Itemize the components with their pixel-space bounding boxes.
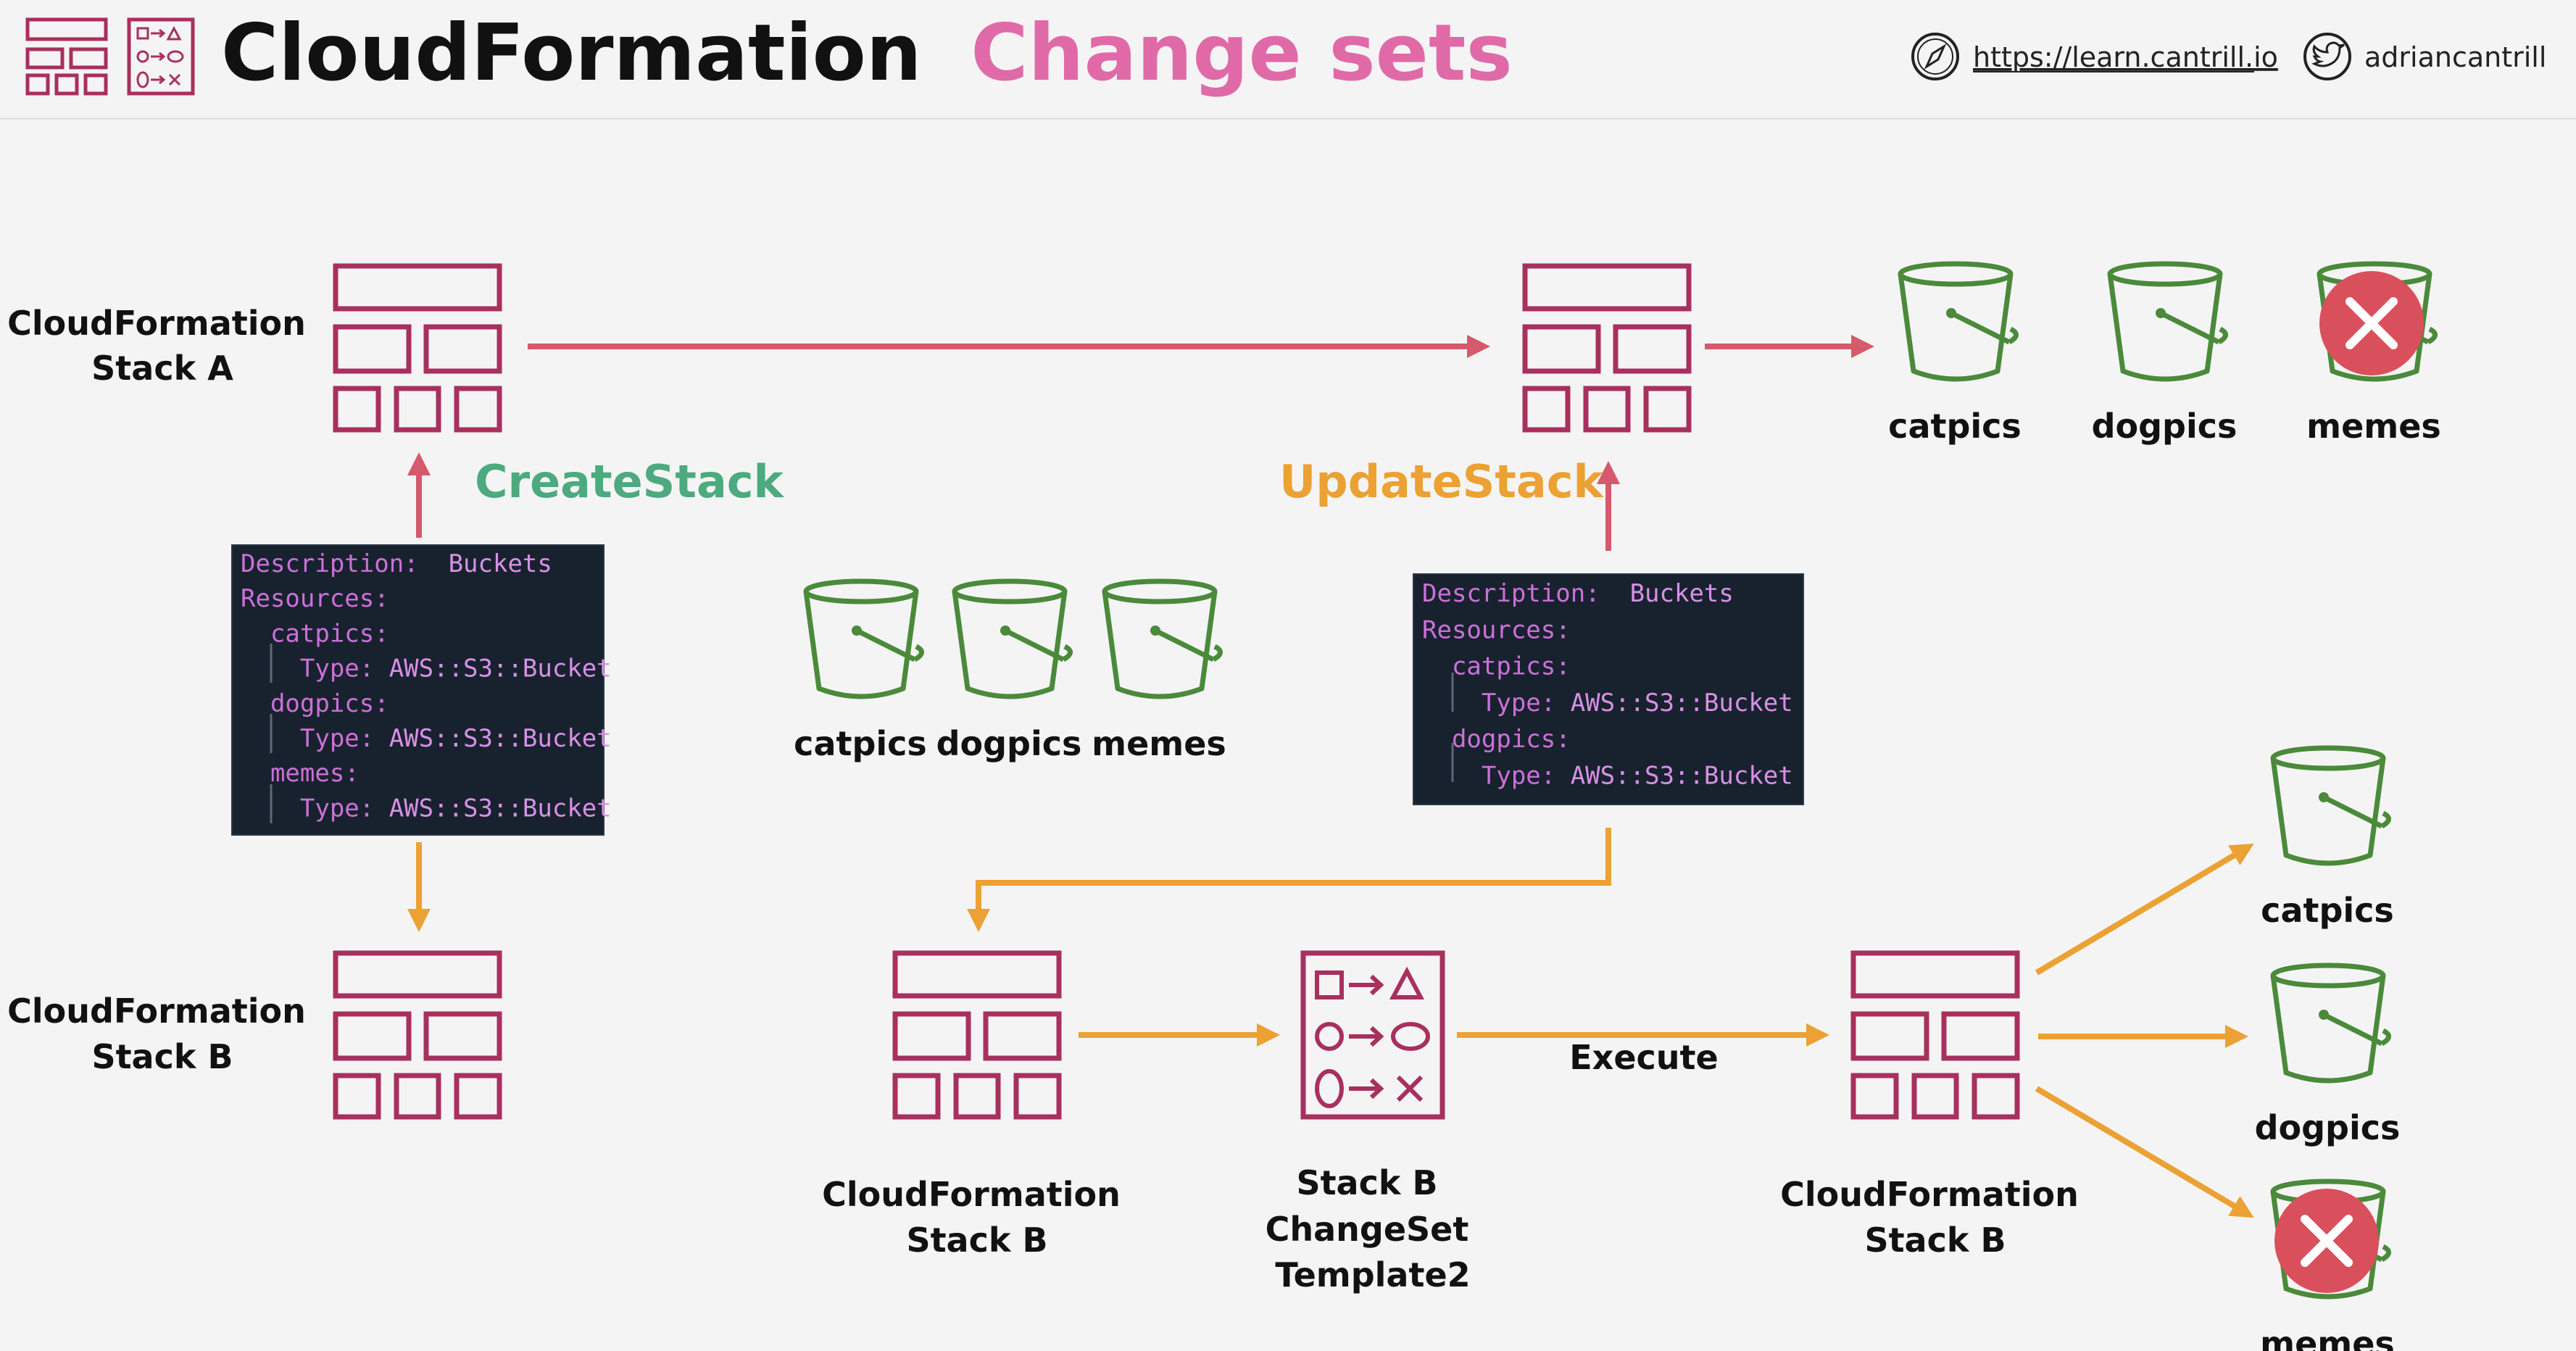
bucket-icon — [1105, 581, 1221, 697]
changeset-label: Stack B ChangeSet Template2 — [1266, 1163, 1481, 1294]
code-line: Description: Buckets — [1422, 579, 1734, 608]
code-token: dogpics: — [1422, 725, 1571, 754]
changeset-template-icon — [1300, 950, 1445, 1120]
code-line: Type: AWS::S3::Bucket — [241, 654, 612, 683]
code-token: dogpics: — [241, 689, 389, 718]
code-line: Type: AWS::S3::Bucket — [1422, 762, 1793, 791]
bucket-icon — [2273, 748, 2389, 863]
code-token: Resources: — [241, 584, 389, 613]
code-token: Type: — [241, 654, 389, 683]
changeset-icon — [127, 17, 195, 96]
bucket-label-right-catpics: catpics — [2261, 891, 2394, 930]
code-line: Resources: — [1422, 615, 1571, 644]
bucket-label-mid-catpics: catpics — [794, 724, 927, 763]
code-token: Type: — [241, 724, 389, 753]
bucket-icon — [806, 581, 922, 697]
code-line: catpics: — [241, 619, 389, 648]
code-line: Type: AWS::S3::Bucket — [241, 794, 612, 823]
code-line: Description: Buckets — [241, 549, 552, 578]
code-token: AWS::S3::Bucket — [1571, 689, 1793, 718]
stack-a-updated-icon — [1525, 266, 1689, 430]
code-token: AWS::S3::Bucket — [389, 794, 612, 823]
arrow-template2-to-stack-b — [967, 828, 1611, 932]
bucket-icon — [2273, 965, 2389, 1081]
compass-icon — [1911, 33, 1959, 80]
code-token: AWS::S3::Bucket — [389, 654, 612, 683]
code-token: Description: — [1422, 579, 1600, 608]
stack-a-label: CloudFormation Stack A — [7, 304, 317, 388]
stack-icon — [25, 17, 108, 96]
code-token: Type: — [1422, 689, 1571, 718]
code-line: Type: AWS::S3::Bucket — [241, 724, 612, 753]
stack-b-left-label: CloudFormation Stack B — [7, 992, 317, 1076]
bucket-icon — [1900, 264, 2016, 379]
delete-icon — [2319, 271, 2424, 375]
twitter-icon — [2303, 33, 2351, 80]
code-token: Type: — [241, 794, 389, 823]
stack-b-created-icon — [336, 953, 499, 1117]
bucket-icon — [2110, 264, 2226, 379]
page-title: CloudFormation Change sets — [221, 8, 1513, 99]
code-line: catpics: — [1422, 652, 1571, 681]
bucket-label-right-memes: memes — [2260, 1324, 2395, 1351]
code-token: Resources: — [1422, 615, 1571, 644]
code-line: Type: AWS::S3::Bucket — [1422, 689, 1793, 718]
website-link[interactable]: https://learn.cantrill.io — [1973, 41, 2278, 73]
stack-b-mid-label: CloudFormation Stack B — [822, 1175, 1132, 1260]
code-line: dogpics: — [1422, 725, 1571, 754]
code-line: dogpics: — [241, 689, 389, 718]
bucket-icon — [955, 581, 1071, 697]
bucket-label-top-memes: memes — [2306, 407, 2441, 446]
header: CloudFormation Change sets https://learn… — [0, 8, 2576, 120]
bucket-label-mid-memes: memes — [1092, 724, 1226, 763]
code-line: Resources: — [241, 584, 389, 613]
arrow-to-catpics — [2035, 843, 2254, 976]
stack-b-right-label: CloudFormation Stack B — [1780, 1175, 2090, 1260]
code-token: AWS::S3::Bucket — [1571, 762, 1793, 791]
bucket-label-top-catpics: catpics — [1888, 407, 2022, 446]
bucket-label-right-dogpics: dogpics — [2255, 1108, 2401, 1147]
title-main: CloudFormation — [221, 8, 922, 99]
code-token: catpics: — [241, 619, 389, 648]
code-token: catpics: — [1422, 652, 1571, 681]
stack-a-icon — [336, 266, 499, 430]
title-accent: Change sets — [971, 8, 1513, 99]
twitter-handle[interactable]: adriancantrill — [2364, 41, 2546, 73]
bucket-label-top-dogpics: dogpics — [2092, 407, 2238, 446]
bucket-label-mid-dogpics: dogpics — [936, 724, 1082, 763]
code-token: Buckets — [1600, 579, 1734, 608]
code-token: AWS::S3::Bucket — [389, 724, 612, 753]
create-stack-label: CreateStack — [475, 455, 785, 508]
stack-b-icon — [895, 953, 1059, 1117]
update-stack-label: UpdateStack — [1279, 455, 1605, 508]
execute-label: Execute — [1569, 1038, 1719, 1077]
delete-icon — [2274, 1189, 2379, 1293]
code-token: Type: — [1422, 762, 1571, 791]
code-token: memes: — [241, 759, 360, 788]
arrow-to-memes — [2035, 1086, 2254, 1218]
code-line: memes: — [241, 759, 360, 788]
code-token: Buckets — [419, 549, 552, 578]
stack-b-executed-icon — [1853, 953, 2017, 1117]
code-token: Description: — [241, 549, 419, 578]
